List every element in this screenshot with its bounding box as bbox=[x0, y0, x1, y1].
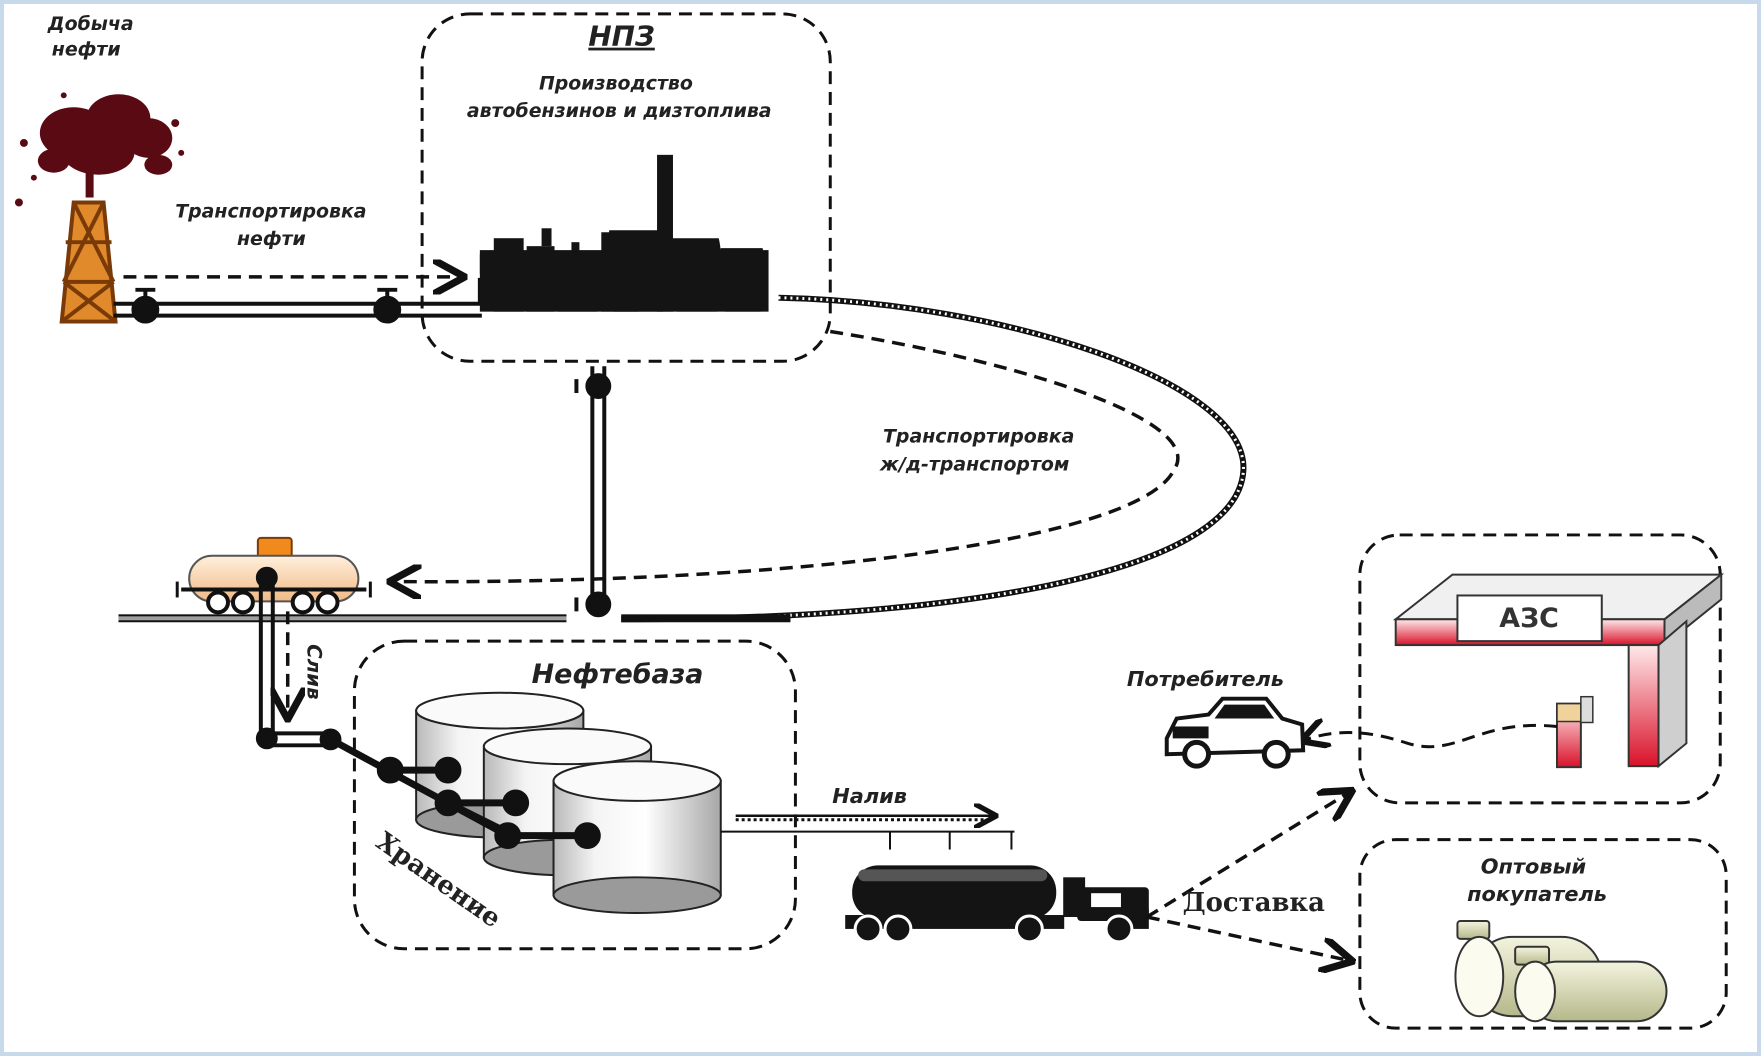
oil-gush-icon bbox=[14, 92, 185, 207]
refinery-box bbox=[420, 12, 832, 363]
derrick-icon bbox=[59, 200, 118, 324]
oil-well-icon bbox=[14, 92, 185, 324]
oil-depot-box bbox=[352, 639, 797, 951]
consumer-car-icon bbox=[1164, 696, 1306, 769]
fueling-arrow bbox=[1303, 725, 1558, 746]
wholesale-buyer-box bbox=[1358, 838, 1728, 1030]
rail-transport-label: Транспортировка ж/д-транспортом bbox=[879, 426, 1081, 476]
tanker-truck-icon bbox=[845, 865, 1149, 944]
oil-supply-chain-diagram: Добыча нефти Транспортировка нефти НПЗ П… bbox=[14, 12, 1728, 1030]
drain-label: Слив bbox=[303, 644, 326, 700]
depot-manifold bbox=[328, 736, 601, 850]
gas-station-label: АЗС bbox=[1499, 603, 1559, 634]
diagram-frame: Добыча нефти Транспортировка нефти НПЗ П… bbox=[4, 4, 1757, 1052]
gas-station-box bbox=[1358, 533, 1722, 805]
gas-station-icon bbox=[1392, 572, 1725, 769]
fuel-pump-icon bbox=[1555, 695, 1594, 769]
loading-label: Налив bbox=[832, 784, 907, 808]
delivery-to-wholesale-arrow bbox=[1146, 915, 1350, 961]
delivery-label: Доставка bbox=[1183, 888, 1325, 918]
railway-loop bbox=[621, 294, 1247, 623]
refinery-subtitle: Производство автобензинов и дизтоплива bbox=[467, 72, 772, 122]
oil-depot-label: Нефтебаза bbox=[532, 659, 704, 690]
oil-transport-label: Транспортировка нефти bbox=[175, 200, 373, 250]
rail-track bbox=[118, 614, 791, 623]
wholesale-tanks-icon bbox=[1454, 919, 1668, 1023]
refinery-plant-icon bbox=[479, 154, 769, 312]
storage-tank-3-icon bbox=[552, 760, 722, 915]
oil-extraction-label: Добыча нефти bbox=[47, 13, 140, 61]
refinery-rail-pipe bbox=[574, 366, 612, 618]
loading-pipe bbox=[720, 818, 1015, 850]
delivery-to-gas-station-arrow bbox=[1145, 792, 1350, 919]
refinery-title: НПЗ bbox=[588, 20, 654, 53]
wholesale-buyer-label: Оптовый покупатель bbox=[1467, 854, 1607, 906]
consumer-label: Потребитель bbox=[1127, 667, 1284, 691]
oil-pipeline bbox=[113, 277, 482, 324]
